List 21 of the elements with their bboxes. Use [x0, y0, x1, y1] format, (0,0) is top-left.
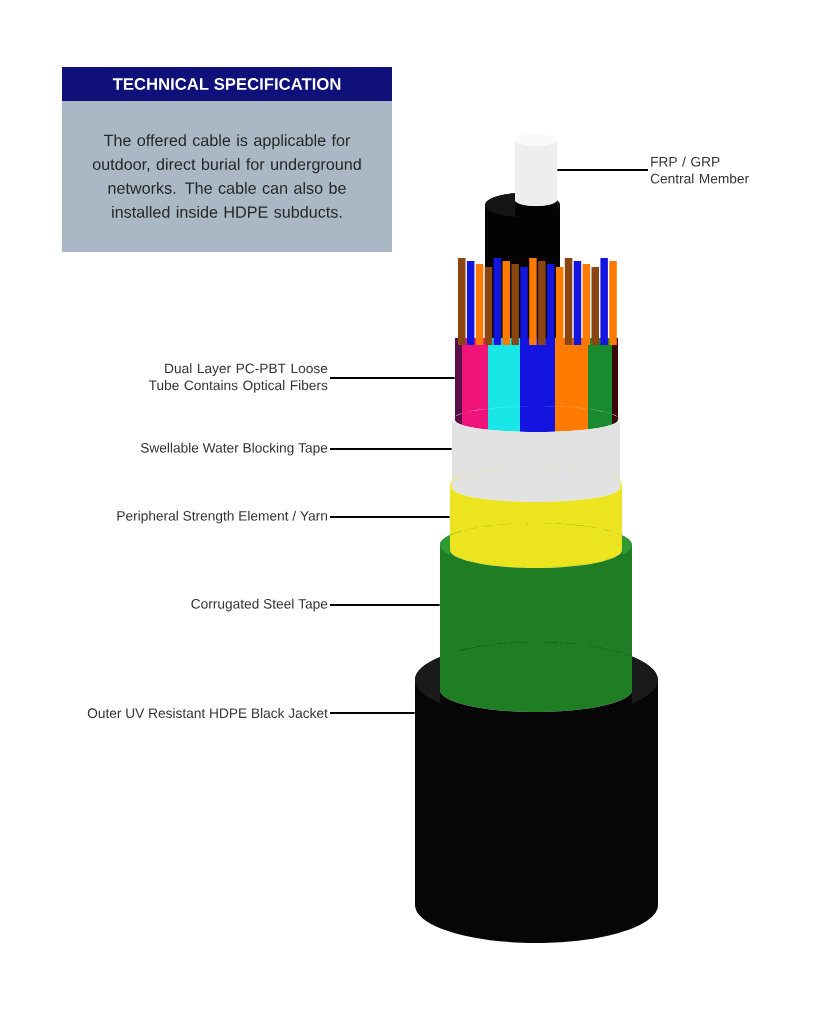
part-label: Peripheral Strength Element / Yarn: [117, 510, 327, 524]
part-label: Corrugated Steel Tape: [191, 598, 328, 612]
loose-tube-bundle-drawing: [455, 258, 618, 432]
yarn-layer: [450, 467, 622, 568]
leader-line: [329, 712, 416, 714]
part-label: Dual Layer PC-PBT Loose Tube Contains Optical Fibers: [148, 363, 328, 393]
part-label: FRP / GRP Central Member: [650, 156, 749, 184]
water-blocking-tape-layer: [452, 406, 620, 502]
leader-line: [556, 169, 649, 171]
part-label: Outer UV Resistant HDPE Black Jacket: [87, 708, 328, 719]
central-member-rod: [515, 134, 557, 206]
leader-line: [329, 377, 456, 379]
jacket-layer: [415, 642, 658, 943]
heading-band: TECHNICAL SPECIFICATION: [62, 67, 392, 101]
part-label: Swellable Water Blocking Tape: [140, 442, 328, 456]
leader-line: [329, 604, 441, 606]
panel-text: The offered cable is applicable for outdoor, direct burial for underground networks. The cable can also be installed inside HDPE subducts.: [92, 134, 361, 218]
leader-line: [329, 516, 451, 518]
steel-tape-layer: [440, 523, 632, 712]
specification-panel: [62, 67, 392, 252]
leader-line: [329, 448, 453, 450]
